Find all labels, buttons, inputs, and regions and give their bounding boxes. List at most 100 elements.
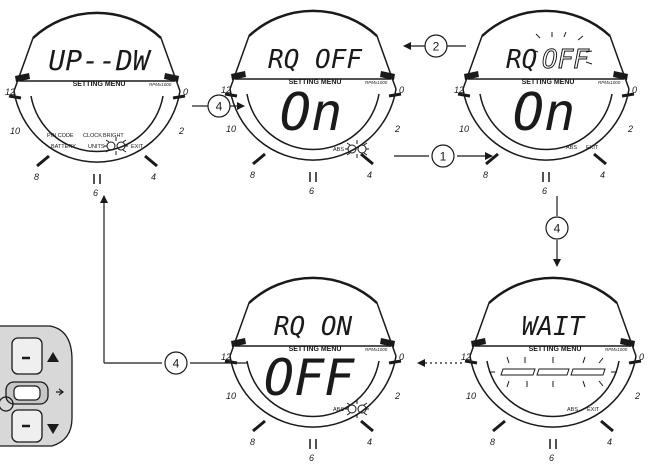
scale-4: 4	[367, 437, 372, 447]
scale-12: 12	[221, 352, 231, 362]
scale-6: 6	[542, 186, 547, 196]
rpm-label: RPMx1000	[598, 80, 621, 85]
step-number: 1	[440, 150, 447, 164]
menu-exit: EXIT	[131, 144, 144, 150]
step-number: 4	[554, 222, 561, 236]
up-button[interactable]	[11, 337, 43, 375]
setting-menu-label: SETTING MENU	[73, 81, 126, 88]
gauge-frame	[224, 276, 402, 449]
abs-label: ABS	[333, 147, 344, 153]
menu-pin-code: PIN CODE	[47, 133, 74, 139]
scale-2: 2	[634, 391, 640, 401]
scale-8: 8	[483, 170, 488, 180]
gauge-frame	[8, 11, 186, 184]
top-segment-text: WAIT	[522, 312, 586, 342]
scale-10: 10	[466, 391, 476, 401]
scale-8: 8	[250, 437, 255, 447]
scale-12: 12	[461, 352, 471, 362]
rpm-label: RPMx1000	[149, 82, 172, 87]
gauge-frame	[464, 276, 642, 449]
scale-4: 4	[367, 170, 372, 180]
step-badge-d1-d2: 4	[207, 94, 231, 118]
scale-6: 6	[549, 453, 554, 463]
scale-numbers: 12 0 10 2 8 6 4	[221, 352, 404, 463]
abs-label: ABS	[566, 145, 577, 151]
setting-menu-label: SETTING MENU	[289, 346, 342, 353]
gauge-frame	[457, 9, 635, 182]
scale-0: 0	[639, 352, 644, 362]
right-arrow-icon	[56, 388, 64, 396]
exit-label: EXIT	[587, 407, 600, 413]
scale-12: 12	[5, 87, 15, 97]
display-up-dw: UP--DW SETTING MENU RPMx1000 12 0 10 2 8…	[5, 11, 188, 198]
display-wait: WAIT SETTING MENU RPMx1000 12 0 10 2 8 6…	[461, 276, 644, 463]
abs-label: ABS	[567, 407, 578, 413]
exit-label: EXIT	[586, 145, 599, 151]
rpm-label: RPMx1000	[365, 80, 388, 85]
menu-units: UNITS	[88, 144, 105, 150]
scale-6: 6	[309, 453, 314, 463]
scale-6: 6	[93, 188, 98, 198]
step-badge-d3-d5: 4	[545, 216, 569, 240]
top-segment-text: RQ OFF	[268, 45, 363, 75]
abs-label: ABS	[333, 407, 344, 413]
menu-clock: CLOCK	[83, 133, 102, 139]
scale-2: 2	[394, 124, 400, 134]
scale-8: 8	[250, 170, 255, 180]
scale-numbers: 12 0 10 2 8 6 4	[454, 85, 637, 196]
scale-2: 2	[627, 124, 633, 134]
rpm-label: RPMx1000	[365, 347, 388, 352]
top-segment-prefix: RQ	[506, 45, 537, 75]
flow-arrows	[100, 42, 561, 367]
top-segment-text: RQ ON	[274, 312, 353, 342]
menu-options: PIN CODE CLOCK BRIGHT BATTERY UNITS EXIT	[47, 133, 144, 150]
scale-numbers: 12 0 10 2 8 6 4	[461, 352, 644, 463]
menu-battery: BATTERY	[51, 144, 76, 150]
step-number: 2	[433, 40, 440, 54]
scale-numbers: 12 0 10 2 8 6 4	[221, 85, 404, 196]
scale-6: 6	[309, 186, 314, 196]
scale-0: 0	[632, 85, 637, 95]
scale-8: 8	[34, 172, 39, 182]
scale-2: 2	[394, 391, 400, 401]
scale-numbers: 12 0 10 2 8 6 4	[5, 87, 188, 198]
scale-4: 4	[151, 172, 156, 182]
scale-8: 8	[490, 437, 495, 447]
big-segment-text: On	[280, 83, 343, 143]
scale-10: 10	[459, 124, 469, 134]
display-rq-on: RQ ON SETTING MENU RPMx1000 OFF 12 0 10 …	[221, 276, 404, 463]
setting-menu-label: SETTING MENU	[289, 79, 342, 86]
scale-0: 0	[399, 352, 404, 362]
gauge-frame	[224, 9, 402, 182]
scale-2: 2	[178, 126, 184, 136]
menu-bright: BRIGHT	[103, 133, 124, 139]
scale-10: 10	[226, 124, 236, 134]
display-rq-off-blinking: RQ OFF SETTING MENU RPMx1000 On 12 0 10 …	[454, 9, 637, 196]
scale-0: 0	[183, 87, 188, 97]
big-segment-text: On	[513, 83, 576, 143]
handlebar-switch-illustration	[0, 325, 73, 447]
blinking-selector-icon	[104, 137, 128, 155]
step-badge-d4-d1: 4	[164, 351, 188, 375]
setting-menu-label: SETTING MENU	[522, 79, 575, 86]
scale-12: 12	[454, 85, 464, 95]
big-segment-text: OFF	[264, 349, 355, 407]
blinking-selector-icon	[345, 400, 369, 418]
up-arrow-icon	[47, 352, 59, 362]
scale-12: 12	[221, 85, 231, 95]
rpm-label: RPMx1000	[605, 347, 628, 352]
scale-10: 10	[226, 391, 236, 401]
step-badges: 4 2 1 4 4	[164, 34, 569, 375]
step-badge-d3-d2: 2	[424, 34, 448, 58]
hand-pointer-icon	[0, 396, 14, 412]
blinking-dashes-icon	[489, 356, 617, 388]
scale-4: 4	[607, 437, 612, 447]
down-arrow-icon	[47, 424, 59, 434]
step-number: 4	[173, 357, 180, 371]
step-number: 4	[216, 100, 223, 114]
blink-rays-icon	[531, 31, 593, 65]
setting-menu-label: SETTING MENU	[529, 346, 582, 353]
display-rq-off: RQ OFF SETTING MENU RPMx1000 On 12 0 10 …	[221, 9, 404, 196]
mode-toggle-inner	[13, 385, 41, 401]
